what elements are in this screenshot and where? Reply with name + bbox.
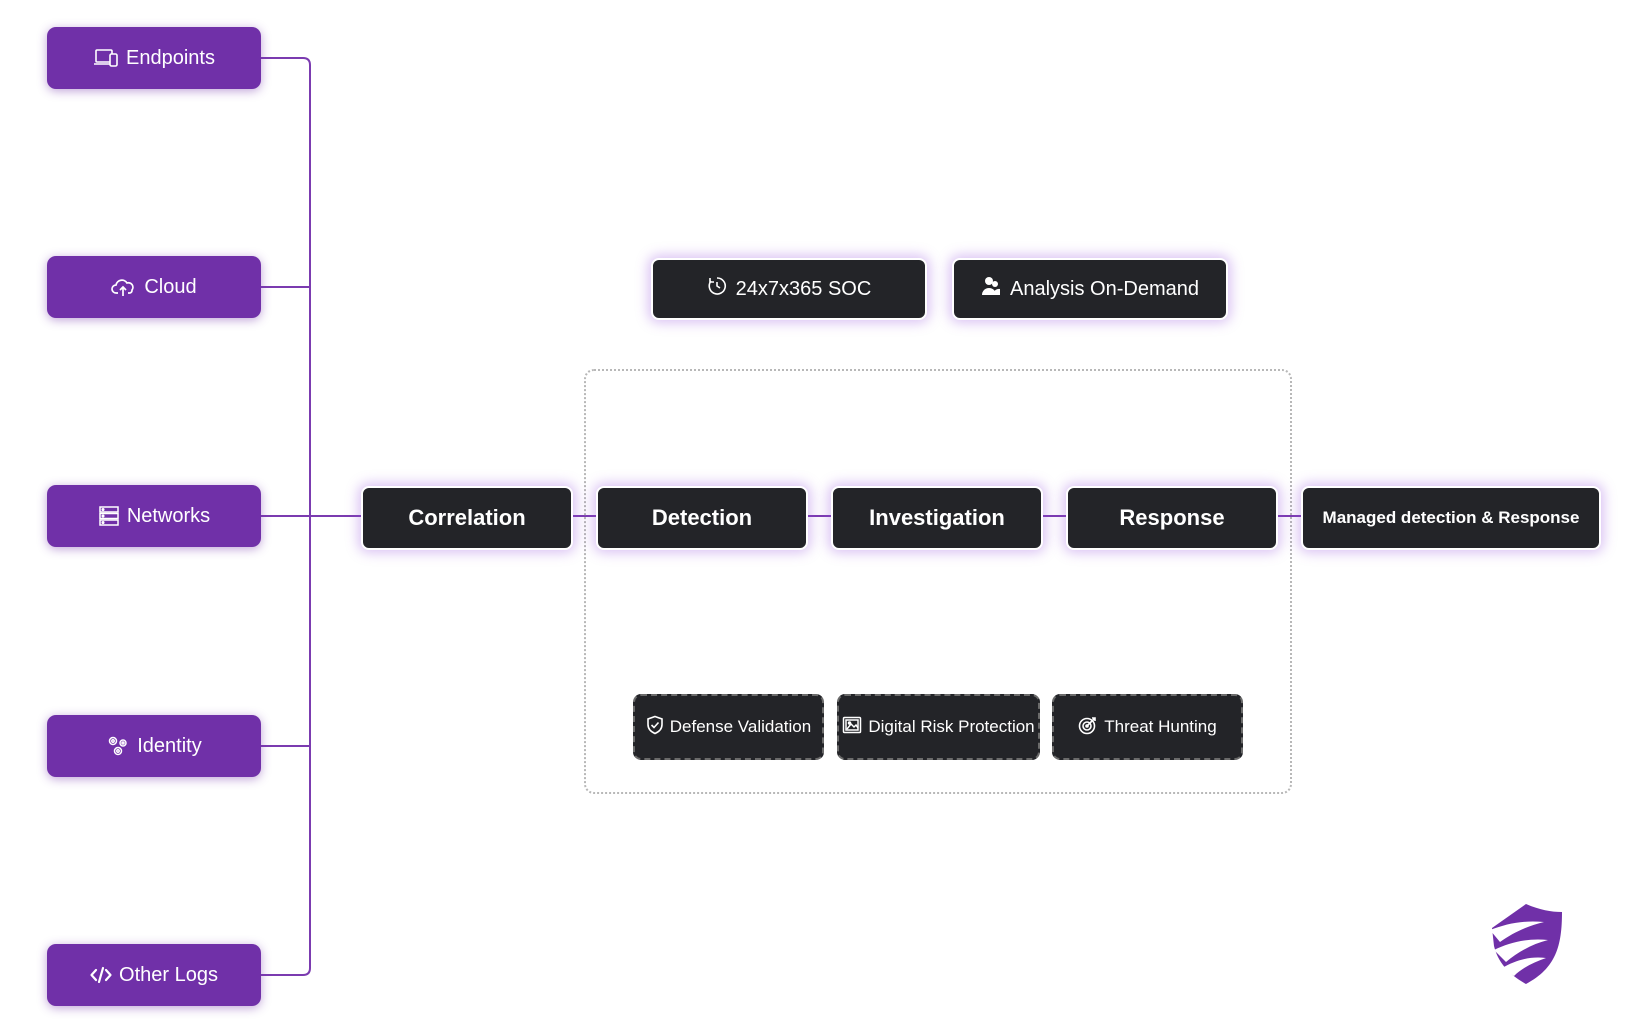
stage-label: Correlation [408, 505, 526, 530]
gears-icon [106, 734, 130, 758]
laptop-icon [93, 47, 119, 69]
stage-label: Response [1119, 505, 1225, 530]
stage-correlation[interactable]: Correlation [361, 486, 573, 550]
source-label: Endpoints [126, 46, 215, 69]
service-label: Analysis On-Demand [1010, 277, 1199, 300]
capability-threat-hunting[interactable]: Threat Hunting [1052, 694, 1243, 760]
shield-logo-icon [1488, 902, 1564, 991]
shield-check-icon [646, 715, 664, 740]
source-endpoints[interactable]: Endpoints [47, 27, 261, 89]
stage-label: Managed detection & Response [1322, 508, 1580, 527]
capability-label: Defense Validation [669, 717, 812, 736]
source-label: Other Logs [119, 963, 218, 986]
source-label: Cloud [144, 275, 197, 298]
source-identity[interactable]: Identity [47, 715, 261, 777]
stage-response[interactable]: Response [1066, 486, 1278, 550]
capability-defense-validation[interactable]: Defense Validation [633, 694, 824, 760]
source-networks[interactable]: Networks [47, 485, 261, 547]
source-label: Networks [126, 504, 211, 527]
process-container [584, 369, 1292, 794]
cloud-upload-icon [111, 276, 137, 298]
capability-label: Threat Hunting [1104, 717, 1217, 736]
capability-digital-risk[interactable]: Digital Risk Protection [837, 694, 1040, 760]
service-analysis[interactable]: Analysis On-Demand [952, 258, 1228, 320]
code-icon [90, 966, 112, 984]
capability-label: Digital Risk Protection [868, 717, 1035, 736]
source-cloud[interactable]: Cloud [47, 256, 261, 318]
source-label: Identity [137, 734, 202, 757]
source-other-logs[interactable]: Other Logs [47, 944, 261, 1006]
users-icon [981, 276, 1001, 302]
server-icon [98, 505, 120, 527]
image-alert-icon [842, 716, 862, 739]
stage-label: Investigation [869, 505, 1005, 530]
service-label: 24x7x365 SOC [735, 277, 872, 300]
target-icon [1078, 715, 1098, 740]
service-soc[interactable]: 24x7x365 SOC [651, 258, 927, 320]
stage-label: Detection [651, 505, 753, 530]
clock-icon [707, 276, 727, 302]
stage-detection[interactable]: Detection [596, 486, 808, 550]
stage-mdr[interactable]: Managed detection & Response [1301, 486, 1601, 550]
stage-investigation[interactable]: Investigation [831, 486, 1043, 550]
